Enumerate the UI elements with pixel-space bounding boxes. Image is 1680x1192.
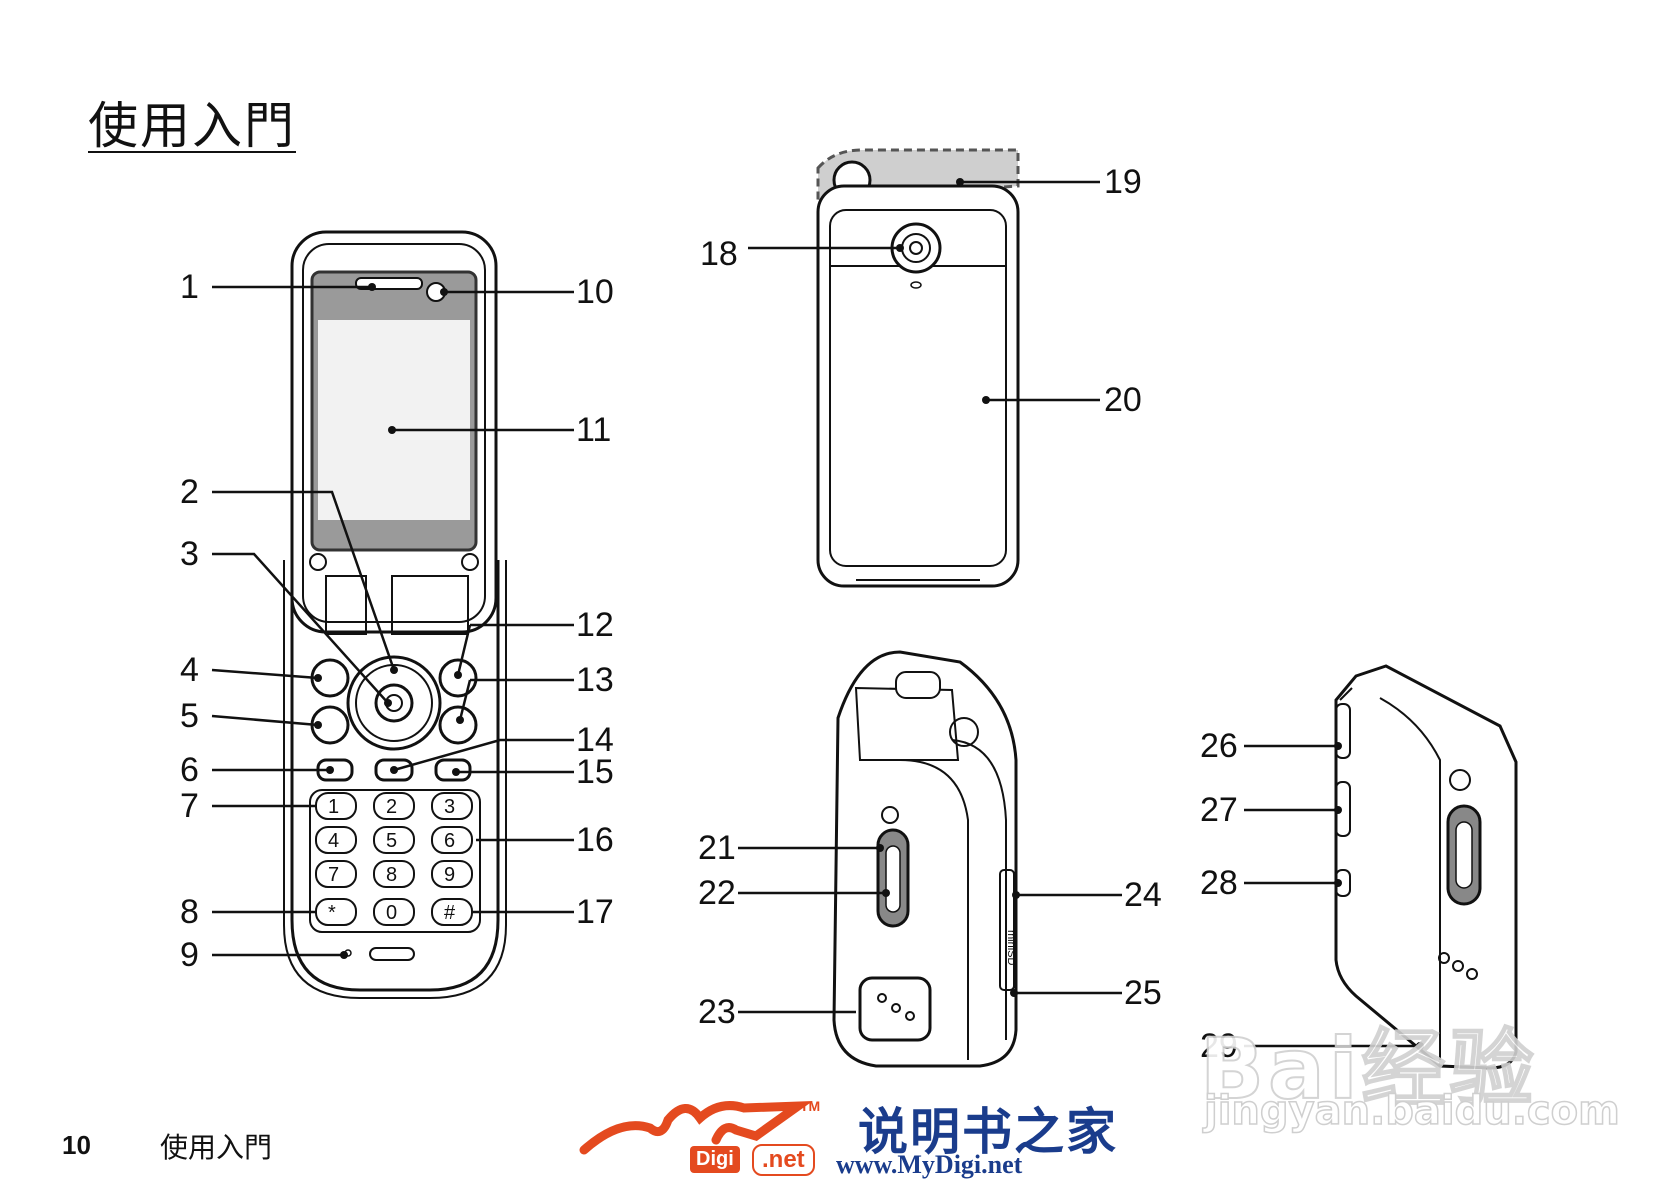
callout-12: 12: [576, 606, 614, 644]
footer-section-title: 使用入門: [160, 1131, 273, 1164]
keypad-key-label: *: [328, 902, 336, 924]
back-phone-illustration: [816, 148, 1020, 588]
callout-21: 21: [698, 829, 736, 867]
callout-19: 19: [1104, 163, 1142, 201]
callout-2: 2: [180, 473, 199, 511]
callout-28: 28: [1200, 864, 1238, 902]
logo-swoosh-icon: [579, 1100, 813, 1155]
keypad-key-label: 4: [328, 830, 339, 852]
keypad-key: [315, 792, 357, 820]
callout-23: 23: [698, 993, 736, 1031]
logo-digi-badge: Digi: [690, 1146, 740, 1173]
callout-22: 22: [698, 874, 736, 912]
callout-13: 13: [576, 661, 614, 699]
callout-4: 4: [180, 651, 199, 689]
keypad-key: [315, 826, 357, 854]
callout-24: 24: [1124, 876, 1162, 914]
callout-3: 3: [180, 535, 199, 573]
callout-16: 16: [576, 821, 614, 859]
closed-phone-side-illustration: [832, 650, 1018, 1068]
keypad-key: [373, 898, 415, 926]
closed-phone-edge-illustration: [1334, 664, 1518, 1070]
callout-20: 20: [1104, 381, 1142, 419]
callout-25: 25: [1124, 974, 1162, 1012]
minisd-slot-label: miniSD: [1005, 930, 1017, 966]
keypad-key: [431, 826, 473, 854]
keypad-key-label: 6: [444, 830, 455, 852]
leader-lines: [211, 180, 1420, 1048]
callout-6: 6: [180, 751, 199, 789]
keypad-key-label: 5: [386, 830, 397, 852]
keypad-key: [315, 898, 357, 926]
keypad-key-label: 2: [386, 796, 397, 818]
keypad-key: [431, 792, 473, 820]
keypad-key: [431, 860, 473, 888]
keypad-key-label: 1: [328, 796, 339, 818]
keypad-key-label: 3: [444, 796, 455, 818]
logo-trademark: TM: [800, 1098, 821, 1114]
keypad-key-label: 0: [386, 902, 397, 924]
keypad-key: [373, 792, 415, 820]
keypad-key: [431, 898, 473, 926]
logo-site-name: 说明书之家: [858, 1102, 1118, 1161]
page-number: 10: [62, 1130, 91, 1160]
callout-11: 11: [576, 411, 612, 449]
keypad-key: [315, 860, 357, 888]
callout-29: 29: [1200, 1027, 1238, 1065]
callout-14: 14: [576, 721, 614, 759]
callout-17: 17: [576, 893, 614, 931]
callout-26: 26: [1200, 727, 1238, 765]
logo-net-badge: .net: [752, 1144, 815, 1176]
keypad-key: [373, 826, 415, 854]
keypad-key-label: 8: [386, 864, 397, 886]
keypad-key: [373, 860, 415, 888]
callout-7: 7: [180, 787, 199, 825]
page-title: 使用入門: [88, 97, 296, 155]
watermark-brand: Bai经验: [1199, 1019, 1538, 1119]
keypad-key-label: #: [444, 902, 456, 924]
logo-url: www.MyDigi.net: [836, 1150, 1023, 1179]
watermark-url: jingyan.baidu.com: [1203, 1087, 1620, 1135]
callout-9: 9: [180, 936, 199, 974]
keypad-key-label: 9: [444, 864, 455, 886]
callout-5: 5: [180, 697, 199, 735]
keypad-key-label: 7: [328, 864, 339, 886]
callout-8: 8: [180, 893, 199, 931]
callout-27: 27: [1200, 791, 1238, 829]
front-phone-illustration: [283, 230, 507, 999]
callout-10: 10: [576, 273, 614, 311]
callout-18: 18: [700, 235, 738, 273]
callout-15: 15: [576, 753, 614, 791]
callout-1: 1: [180, 268, 199, 306]
